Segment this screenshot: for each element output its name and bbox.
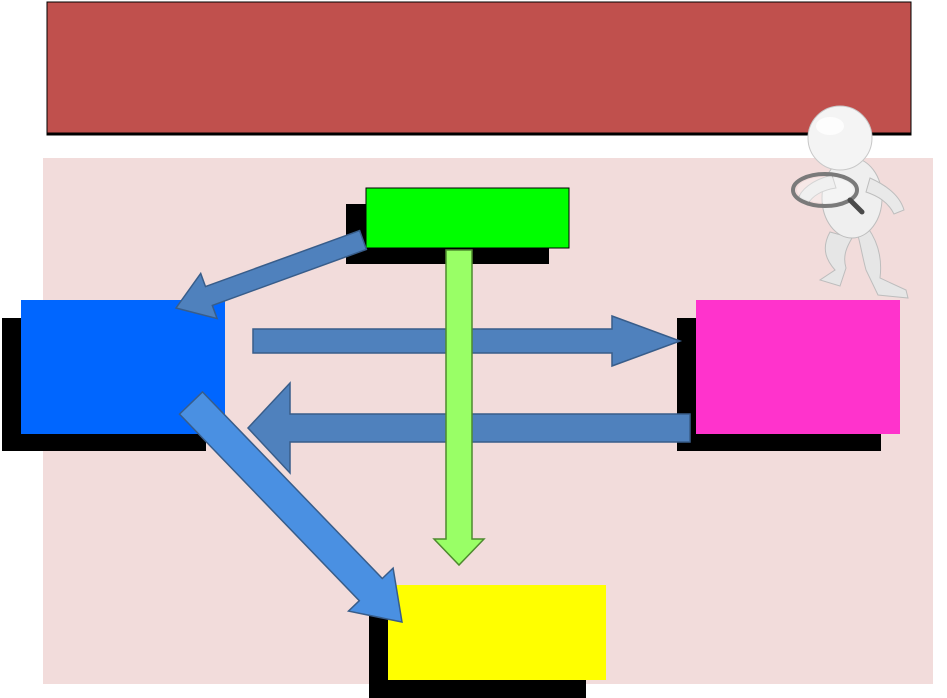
node-right <box>696 300 900 434</box>
node-bottom <box>388 585 606 680</box>
title-banner <box>46 1 912 136</box>
person-with-magnifying-glass-icon <box>791 105 909 299</box>
arrow-layer <box>174 229 691 623</box>
node-top <box>365 187 570 249</box>
arrow-left-bottom <box>178 390 403 623</box>
arrow-top-bottom <box>432 249 486 567</box>
arrow-top-left <box>174 229 368 320</box>
